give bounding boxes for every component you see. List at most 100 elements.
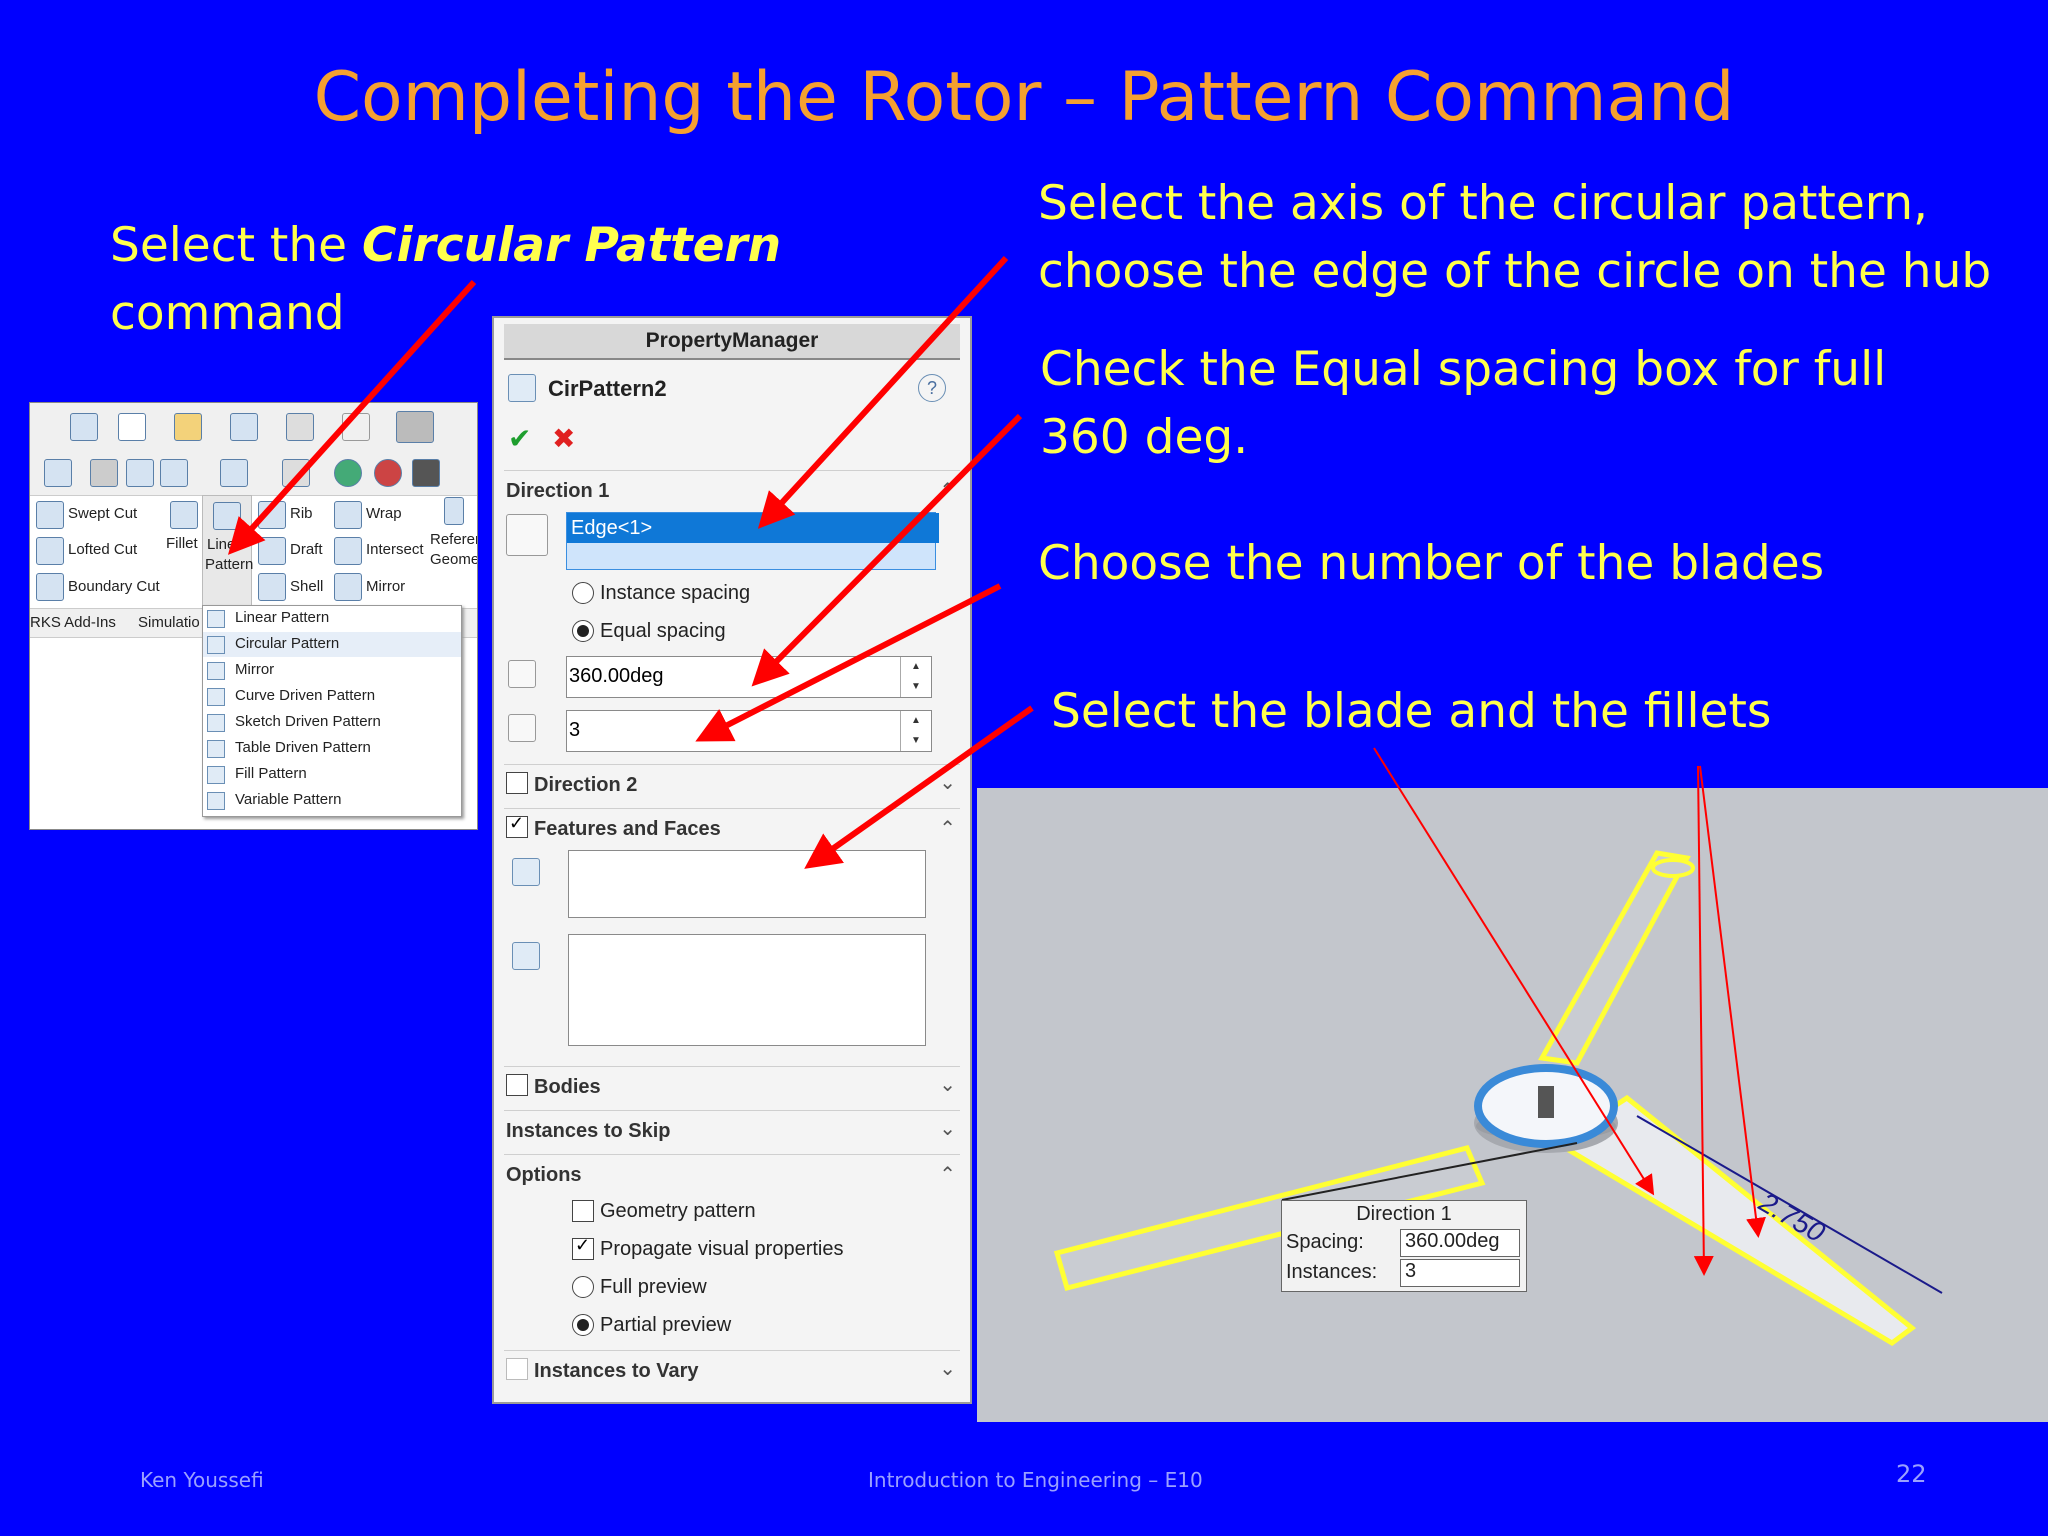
scene-icon[interactable] [374,459,402,487]
open-folder-icon[interactable] [174,413,202,441]
angle-input[interactable]: 360.00deg ▲▼ [566,656,932,698]
home-icon[interactable] [70,413,98,441]
arrow-equal-spacing [751,413,1023,687]
direction2-checkbox[interactable] [506,772,528,794]
wrap-icon[interactable] [334,501,362,529]
section-bodies[interactable]: Bodies [534,1076,601,1098]
intersect-icon[interactable] [334,537,362,565]
fillet-icon[interactable] [170,501,198,529]
display-style-icon[interactable] [220,459,248,487]
equal-spacing-radio[interactable] [572,620,594,642]
divider [504,764,960,765]
shell-icon[interactable] [258,573,286,601]
callout-title: Direction 1 [1356,1203,1452,1225]
mirror-label[interactable]: Mirror [366,578,406,595]
menu-item-curve-driven[interactable]: Curve Driven Pattern [203,684,461,709]
swept-cut-icon[interactable] [36,501,64,529]
section-instances-skip[interactable]: Instances to Skip [506,1120,671,1142]
menu-item-fill-pattern[interactable]: Fill Pattern [203,762,461,787]
callout-instances-value[interactable]: 3 [1400,1259,1520,1287]
reference-label-1[interactable]: Referen [430,531,477,548]
gray-tool-icon[interactable] [90,459,118,487]
section-direction2[interactable]: Direction 2 [534,774,638,796]
new-document-icon[interactable] [118,413,146,441]
graphics-viewport[interactable]: 2.750 Direction 1 Spacing: 360.00deg Ins… [977,788,2048,1422]
section-features-faces[interactable]: Features and Faces [534,818,721,840]
intersect-label[interactable]: Intersect [366,541,424,558]
thin-arrow-3 [1699,765,1766,1238]
features-faces-checkbox[interactable]: ✓ [506,813,528,838]
lofted-cut-label[interactable]: Lofted Cut [68,541,138,558]
sketch-tool-icon[interactable] [44,459,72,487]
dimension-line [1636,1115,1943,1294]
full-preview-radio[interactable] [572,1276,594,1298]
instance-count-value: 3 [569,719,581,741]
tab-addins[interactable]: RKS Add-Ins [30,614,116,631]
shell-label[interactable]: Shell [290,578,324,595]
propagate-checkbox[interactable]: ✓ [572,1235,594,1260]
thin-arrow-1 [1373,747,1655,1196]
blade-top [1538,850,1691,1066]
chevron-down-icon[interactable]: ⌄ [939,1118,956,1140]
select-pointer-icon[interactable] [396,411,434,443]
full-preview-label: Full preview [600,1276,707,1298]
chevron-up-icon[interactable]: ⌃ [939,818,956,840]
rotor-model: 2.750 [1053,850,1943,1347]
linear-pattern-icon [207,610,225,628]
features-to-pattern-box[interactable] [568,850,926,918]
partial-preview-radio[interactable] [572,1314,594,1336]
direction-callout: Direction 1 Spacing: 360.00deg Instances… [1281,1200,1527,1292]
menu-item-table-driven[interactable]: Table Driven Pattern [203,736,461,761]
menu-item-sketch-driven[interactable]: Sketch Driven Pattern [203,710,461,735]
reference-geometry-icon[interactable] [444,497,464,525]
save-icon[interactable] [230,413,258,441]
chevron-down-icon[interactable]: ⌄ [939,772,956,794]
fillet-label[interactable]: Fillet [166,535,198,552]
menu-item-mirror[interactable]: Mirror [203,658,461,683]
partial-preview-label: Partial preview [600,1314,732,1336]
wrap-label[interactable]: Wrap [366,505,402,522]
note-circular-pre: Select the [110,218,363,273]
menu-item-linear-pattern[interactable]: Linear Pattern [203,606,461,631]
instance-spacing-radio[interactable] [572,582,594,604]
reverse-direction-icon[interactable] [506,514,548,556]
angle-spinner[interactable]: ▲▼ [900,657,931,697]
variable-pattern-icon [207,792,225,810]
reference-label-2[interactable]: Geome [430,551,478,568]
circular-pattern-icon [508,374,536,402]
callout-spacing-label: Spacing: [1286,1231,1364,1253]
geometry-pattern-checkbox[interactable] [572,1200,594,1222]
bodies-checkbox[interactable] [506,1074,528,1096]
mirror-icon[interactable] [334,573,362,601]
draft-label[interactable]: Draft [290,541,323,558]
ok-check-icon[interactable]: ✔ [508,423,532,454]
chevron-up-icon[interactable]: ⌃ [939,1164,956,1186]
chevron-down-icon[interactable]: ⌄ [939,1358,956,1380]
instances-vary-checkbox[interactable] [506,1358,528,1380]
section-instances-vary[interactable]: Instances to Vary [534,1360,699,1382]
count-spinner[interactable]: ▲▼ [900,711,931,751]
cancel-x-icon[interactable]: ✖ [552,423,576,454]
rib-label[interactable]: Rib [290,505,313,522]
chevron-down-icon[interactable]: ⌄ [939,1074,956,1096]
section-options[interactable]: Options [506,1164,582,1186]
boundary-cut-label[interactable]: Boundary Cut [68,578,160,595]
monitor-icon[interactable] [412,459,440,487]
appearance-icon[interactable] [334,459,362,487]
print-icon[interactable] [286,413,314,441]
menu-item-variable-pattern[interactable]: Variable Pattern [203,788,461,813]
help-icon[interactable]: ? [918,374,946,402]
faces-to-pattern-box[interactable] [568,934,926,1046]
tab-simulation[interactable]: Simulatio [138,614,200,631]
section-direction1[interactable]: Direction 1 [506,480,610,502]
note-axis: Select the axis of the circular pattern,… [1038,170,2038,306]
boundary-cut-icon[interactable] [36,573,64,601]
menu-item-circular-pattern[interactable]: Circular Pattern [203,632,461,657]
lofted-cut-icon[interactable] [36,537,64,565]
view-orientation-icon[interactable] [160,459,188,487]
callout-spacing-value[interactable]: 360.00deg [1400,1229,1520,1257]
swept-cut-label[interactable]: Swept Cut [68,505,138,522]
edge-selection-item[interactable]: Edge<1> [567,513,939,543]
section-view-icon[interactable] [126,459,154,487]
note-equal-line1: Check the Equal spacing box for full [1040,342,1887,397]
